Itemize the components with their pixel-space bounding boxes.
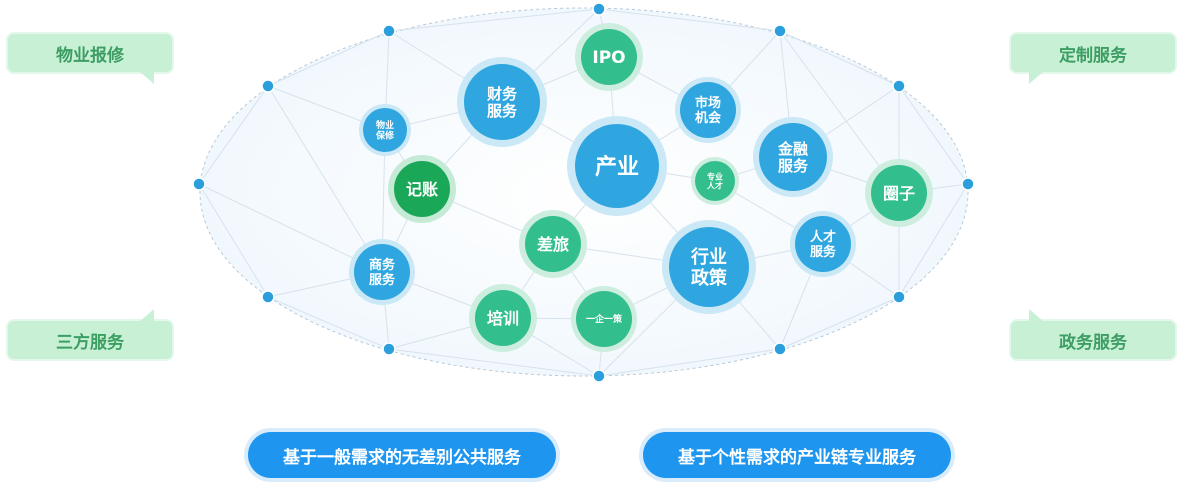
side-label-third-party: 三方服务 <box>6 309 174 361</box>
connection-line <box>779 296 900 350</box>
connection-line <box>267 30 390 87</box>
bubble-tail-icon <box>140 309 154 321</box>
node-label: 保修 <box>375 129 395 141</box>
node-quanzi: 圈子 <box>865 159 933 227</box>
connection-line <box>267 296 390 350</box>
network-dot <box>773 24 787 38</box>
network-dot <box>592 369 606 383</box>
network-dot <box>892 290 906 304</box>
node-circle <box>795 216 851 272</box>
connection-line <box>388 8 600 32</box>
side-label-text: 政务服务 <box>1059 332 1127 353</box>
side-label-government-service: 政务服务 <box>1009 309 1177 361</box>
node-jizhang: 记账 <box>388 155 456 223</box>
node-label: 产业 <box>595 155 639 180</box>
node-label: 行业 <box>690 246 727 268</box>
network-dot <box>382 342 396 356</box>
node-label: 服务 <box>487 102 518 120</box>
connection-line <box>198 183 269 298</box>
node-circle <box>394 161 450 217</box>
node-chanye: 产业 <box>567 116 667 216</box>
node-label: IPO <box>592 48 625 68</box>
node-circle <box>575 124 659 208</box>
node-label: 差旅 <box>537 235 569 254</box>
side-label-text: 物业报修 <box>56 45 124 66</box>
node-circle <box>695 161 735 201</box>
connection-line <box>598 8 781 32</box>
side-label-custom-service: 定制服务 <box>1009 32 1177 84</box>
node-label: 圈子 <box>883 184 915 203</box>
node-label: 一企一策 <box>586 313 623 325</box>
node-circle <box>475 290 531 346</box>
node-label: 商务 <box>369 257 396 273</box>
node-label: 人才 <box>810 229 836 245</box>
node-circle <box>759 123 827 191</box>
node-circle <box>581 29 637 85</box>
node-circle <box>669 227 749 307</box>
network-dot <box>961 177 975 191</box>
network-dot <box>192 177 206 191</box>
node-label: 服务 <box>810 244 837 260</box>
node-circle <box>354 244 410 300</box>
node-circle <box>680 82 736 138</box>
connection-line <box>779 30 900 87</box>
side-label-property-repair: 物业报修 <box>6 32 174 84</box>
node-label: 服务 <box>778 157 809 175</box>
industry-service-button[interactable]: 基于个性需求的产业链专业服务 <box>643 432 951 478</box>
node-label: 服务 <box>369 272 396 288</box>
node-circle <box>576 291 632 347</box>
node-circle <box>525 216 581 272</box>
network-dot <box>261 290 275 304</box>
node-label: 市场 <box>695 95 721 111</box>
node-label: 金融 <box>777 140 808 158</box>
node-yiqi: 一企一策 <box>571 286 637 352</box>
side-label-text: 三方服务 <box>56 332 124 353</box>
node-label: 培训 <box>487 309 519 328</box>
bubble-tail-icon <box>1029 72 1043 84</box>
network-dot <box>592 2 606 16</box>
connection-line <box>388 348 600 377</box>
node-circle <box>464 64 540 140</box>
node-label: 政策 <box>691 267 728 289</box>
connection-line <box>598 348 781 377</box>
network-dot <box>382 24 396 38</box>
node-label: 人才 <box>707 180 723 190</box>
node-label: 记账 <box>406 180 438 199</box>
public-service-button[interactable]: 基于一般需求的无差别公共服务 <box>248 432 556 478</box>
node-chailv: 差旅 <box>519 210 587 278</box>
node-label: 机会 <box>695 110 722 126</box>
node-ipo: IPO <box>575 23 643 91</box>
connection-line <box>898 183 969 298</box>
node-circle <box>871 165 927 221</box>
public-service-label: 基于一般需求的无差别公共服务 <box>283 447 521 468</box>
network-dot <box>892 79 906 93</box>
node-circle <box>363 108 407 152</box>
bubble-tail-icon <box>140 72 154 84</box>
node-label: 财务 <box>487 85 518 103</box>
node-peixun: 培训 <box>469 284 537 352</box>
connection-line <box>267 85 383 273</box>
node-label: 物业 <box>376 119 394 131</box>
connection-line <box>198 85 269 185</box>
bubble-tail-icon <box>1029 309 1043 321</box>
network-dot <box>261 79 275 93</box>
network-dot <box>773 342 787 356</box>
industry-service-label: 基于个性需求的产业链专业服务 <box>678 447 916 468</box>
node-label: 专业 <box>707 171 723 181</box>
side-label-text: 定制服务 <box>1059 45 1127 66</box>
connection-line <box>198 183 383 273</box>
connection-line <box>898 85 969 185</box>
